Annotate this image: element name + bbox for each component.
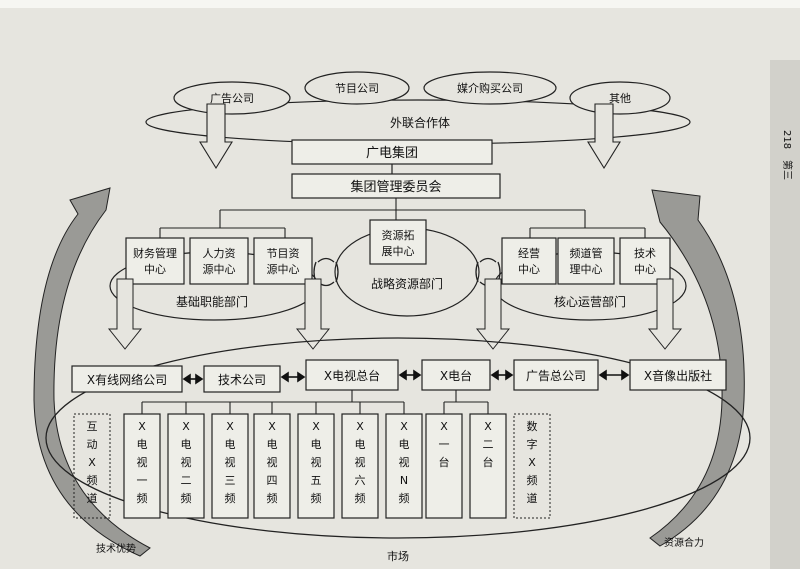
partner-media-buying: 媒介购买公司 <box>457 81 523 95</box>
bottom-left-arrow-label: 技术优势 <box>96 542 136 555</box>
partner-ad: 广告公司 <box>210 92 254 105</box>
core-dept-label: 核心运营部门 <box>554 294 626 309</box>
company-links <box>182 369 630 385</box>
committee-title: 集团管理委员会 <box>350 179 441 195</box>
page-number: 218 <box>781 130 792 149</box>
basic-dept-label: 基础职能部门 <box>176 294 248 309</box>
channel-box-8 <box>425 413 463 519</box>
partner-program: 节目公司 <box>335 82 379 95</box>
arrow-down-left <box>199 103 233 170</box>
channel-box-3 <box>211 413 249 519</box>
company-box-3 <box>421 359 491 391</box>
center-box-finance <box>125 237 185 285</box>
center-expansion: 资源拓展中心 <box>382 228 415 258</box>
center-box-business <box>501 237 557 285</box>
outer-partners-title: 外联合作体 <box>390 115 450 130</box>
center-box-tech <box>619 237 671 285</box>
company-box-4 <box>513 359 599 391</box>
page-edge-strip <box>770 60 800 569</box>
left-swoosh-arrow <box>33 187 151 557</box>
center-finance: 财务管理中心 <box>133 246 177 276</box>
bottom-right-arrow-label: 资源合力 <box>664 536 704 549</box>
arrow-mid-4 <box>647 278 683 350</box>
partner-ellipse-program <box>304 71 410 105</box>
company-av-publishing: X音像出版社 <box>644 368 712 383</box>
right-swoosh-arrow <box>649 189 745 547</box>
channel-connectors <box>141 390 489 414</box>
market-label: 市场 <box>387 549 409 563</box>
market-ellipse <box>45 337 751 539</box>
partner-ellipse-ad <box>173 81 291 115</box>
arrow-down-right <box>587 103 621 170</box>
channel-box-0 <box>73 413 111 519</box>
company-box-5 <box>629 359 727 391</box>
company-tech: 技术公司 <box>218 373 266 387</box>
center-business: 经营中心 <box>518 246 540 276</box>
channel-box-10 <box>513 413 551 519</box>
center-program: 节目资源中心 <box>267 247 300 276</box>
arrow-mid-2 <box>295 278 331 350</box>
center-tech: 技术中心 <box>634 247 656 276</box>
group-box <box>291 139 493 165</box>
channel-box-4 <box>253 413 291 519</box>
committee-box <box>291 173 501 199</box>
channel-box-1 <box>123 413 161 519</box>
company-box-1 <box>203 365 281 393</box>
company-box-2 <box>305 359 399 391</box>
channel-box-2 <box>167 413 205 519</box>
strategy-dept-label: 战略资源部门 <box>371 276 443 291</box>
company-radio: X电台 <box>440 368 472 383</box>
center-box-hr <box>189 237 249 285</box>
channel-box-7 <box>385 413 423 519</box>
center-channel: 频道管理中心 <box>570 246 603 276</box>
company-tv-station: X电视总台 <box>324 368 380 383</box>
center-box-program <box>253 237 313 285</box>
company-box-0 <box>71 365 183 393</box>
company-cable-network: X有线网络公司 <box>87 372 167 387</box>
partner-ellipse-media <box>423 71 557 105</box>
page-edge-text: 第三 <box>781 160 794 180</box>
center-hr: 人力资源中心 <box>203 247 236 276</box>
channel-box-9 <box>469 413 507 519</box>
paper-top-edge <box>0 0 800 8</box>
channel-box-6 <box>341 413 379 519</box>
arrow-mid-3 <box>475 278 511 350</box>
arrow-mid-1 <box>107 278 143 350</box>
group-title: 广电集团 <box>366 145 418 161</box>
partner-other: 其他 <box>609 92 631 105</box>
center-box-expansion <box>369 219 427 265</box>
company-advertising: 广告总公司 <box>526 369 586 383</box>
center-box-channel <box>557 237 615 285</box>
channel-box-5 <box>297 413 335 519</box>
